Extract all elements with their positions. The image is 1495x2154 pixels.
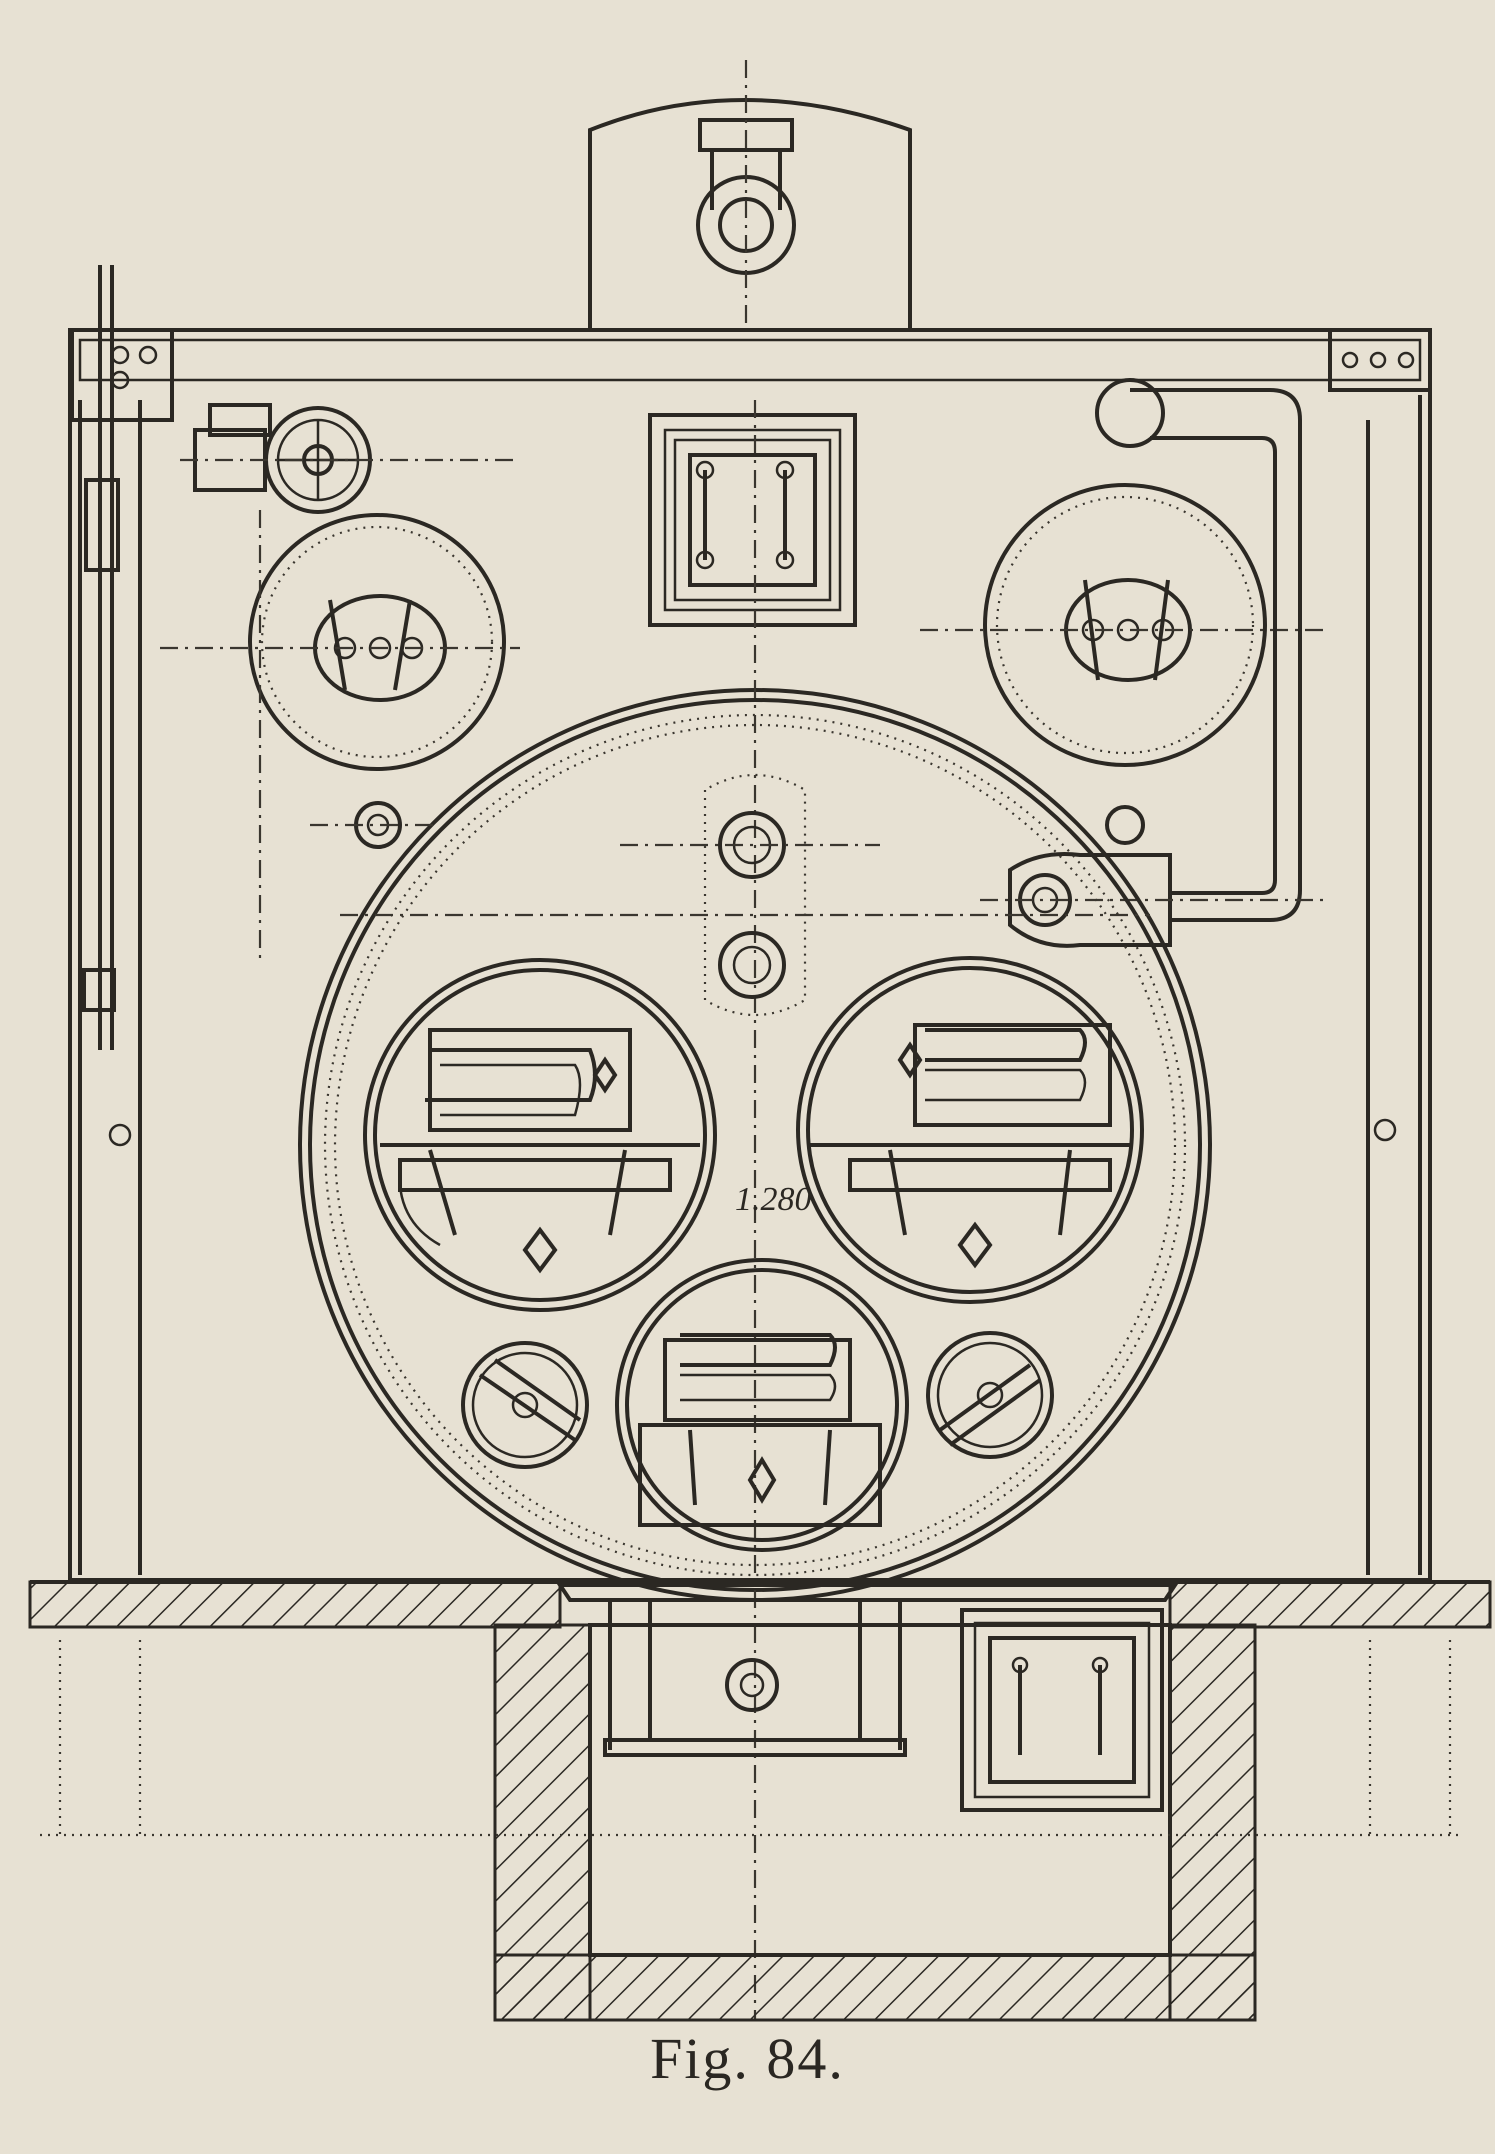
shell-fittings (258, 510, 880, 1016)
bottom-fire-door (615, 1258, 909, 1552)
inspection-holes (461, 1331, 1054, 1469)
upper-door (648, 413, 857, 627)
steam-pipe (980, 378, 1330, 948)
figure-caption: Fig. 84. (650, 2026, 845, 2091)
steam-dome (588, 60, 912, 330)
dimension-label: 1.280 (735, 1181, 812, 1218)
ash-pit (556, 1583, 1179, 1812)
upper-right-manhole (920, 483, 1330, 767)
boiler-frame (68, 328, 1432, 1582)
feed-valve (180, 403, 520, 514)
left-fire-door (363, 958, 717, 1312)
right-fire-door (796, 956, 1144, 1304)
upper-left-manhole (160, 513, 520, 771)
foundation (28, 1580, 1492, 2022)
water-gauge (82, 265, 120, 1050)
